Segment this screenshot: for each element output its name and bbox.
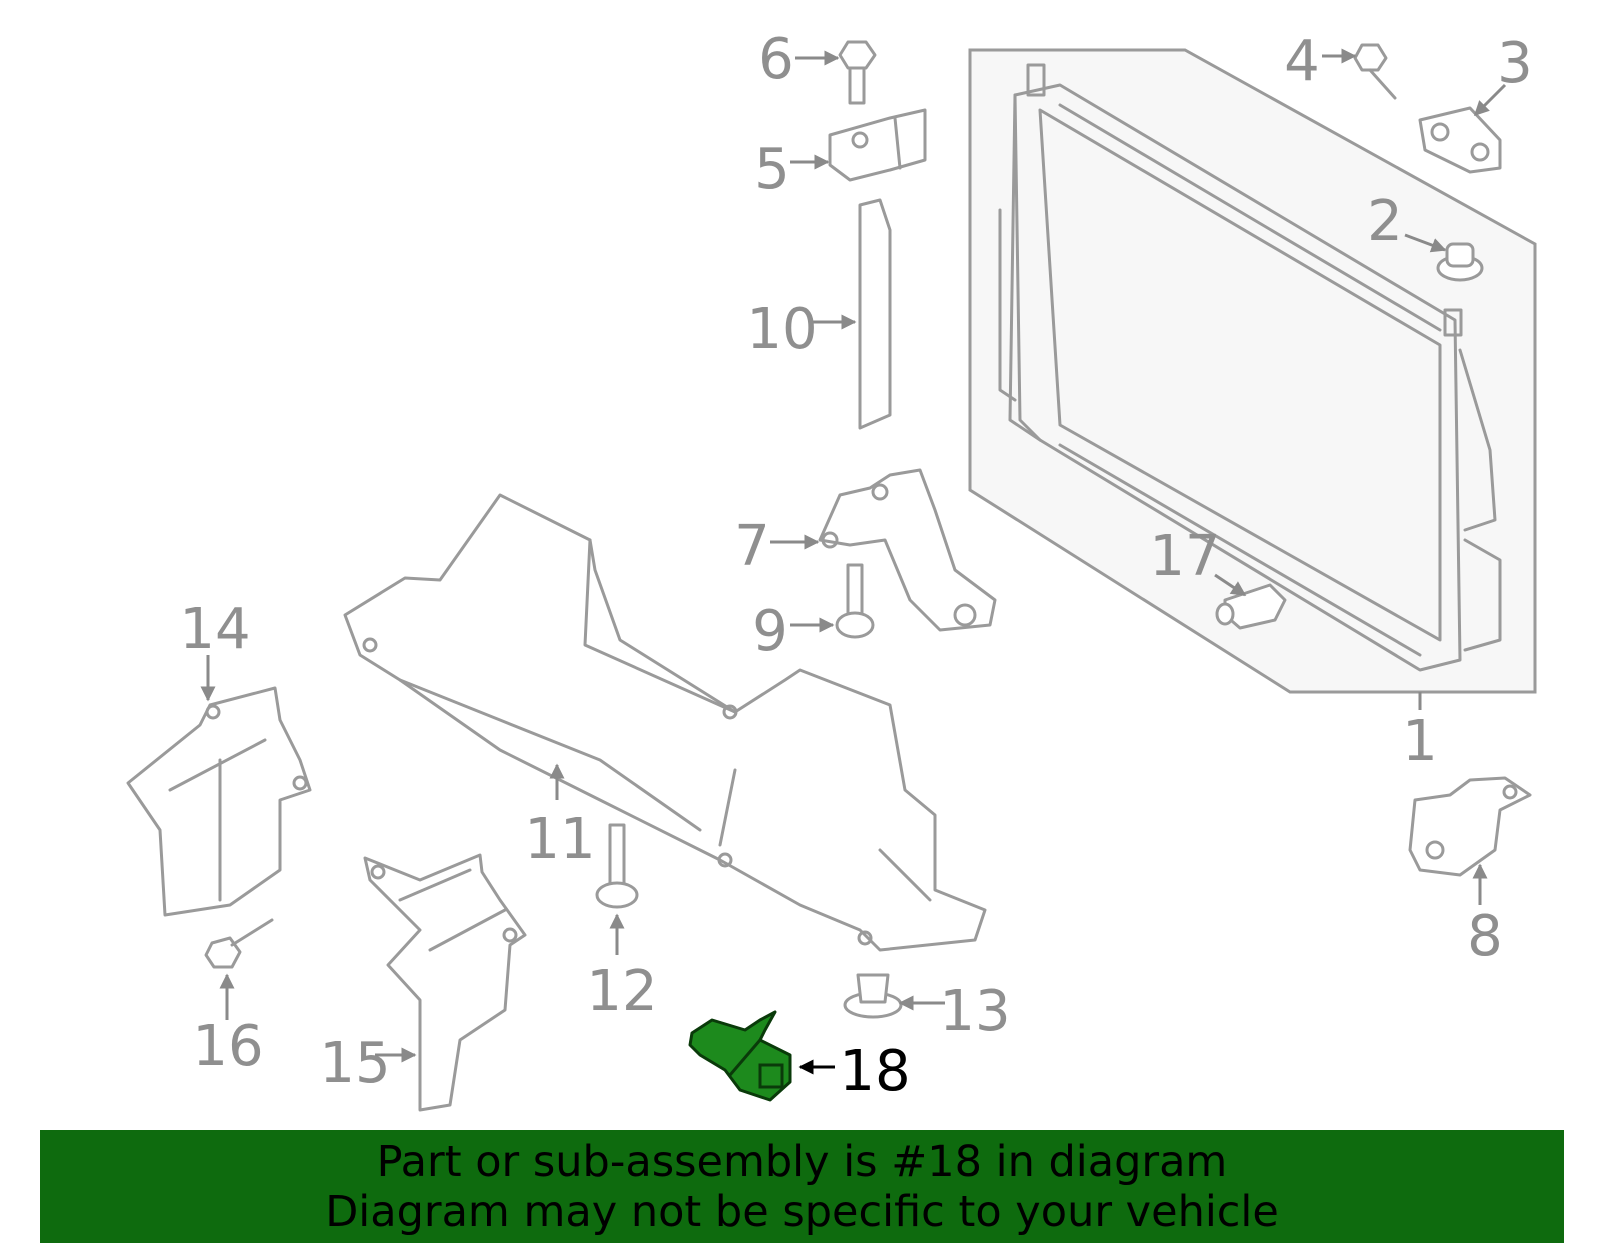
part-9-bolt [835,563,875,639]
banner-line-2: Diagram may not be specific to your vehi… [325,1186,1279,1237]
part-5-bracket [828,108,927,182]
callout-12: 12 [586,959,657,1024]
callout-6: 6 [758,27,794,92]
callout-10: 10 [746,297,817,362]
callout-17: 17 [1149,524,1220,589]
callout-13: 13 [939,979,1010,1044]
callout-1: 1 [1402,709,1438,774]
banner-line-1: Part or sub-assembly is #18 in diagram [376,1136,1228,1187]
callout-5: 5 [754,137,790,202]
part-3-mount-bracket [1418,106,1502,174]
part-14-deflector [126,686,312,917]
part-8-bracket [1408,776,1532,877]
part-11-lower-shield [343,493,987,952]
part-12-bolt [595,823,639,909]
callout-14: 14 [179,597,250,662]
callout-8: 8 [1467,904,1503,969]
part-10-seal-strip [858,198,892,430]
part-13-nut [843,973,903,1019]
radiator-assembly [968,48,1537,694]
callout-11: 11 [524,807,595,872]
callout-9: 9 [752,599,788,664]
callout-3: 3 [1497,31,1533,96]
part-15-deflector [363,853,527,1112]
callout-18: 18 [839,1039,910,1104]
callout-2: 2 [1367,189,1403,254]
info-banner: Part or sub-assembly is #18 in diagram D… [40,1130,1564,1243]
part-7-bracket [818,468,997,632]
callout-15: 15 [319,1031,390,1096]
part-18-highlighted-sensor [688,1010,792,1102]
part-6-bolt [838,40,877,105]
part-16-bolt [204,918,274,969]
callout-7: 7 [734,514,770,579]
callout-4: 4 [1284,29,1320,94]
part-4-bolt [1353,43,1397,100]
part-2-grommet [1436,242,1484,282]
callout-16: 16 [192,1014,263,1079]
